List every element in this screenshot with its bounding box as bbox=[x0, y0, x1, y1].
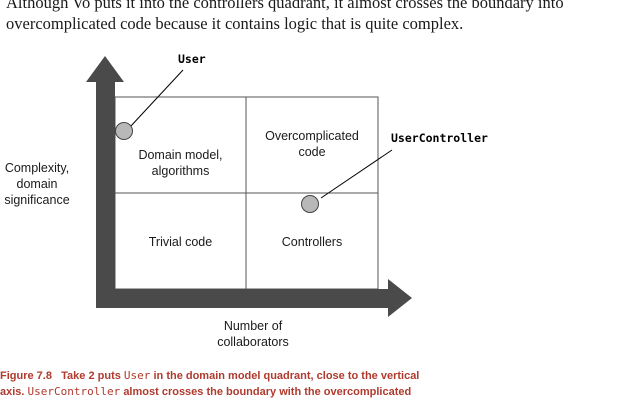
caption-line-1: Figure 7.8 Take 2 puts User in the domai… bbox=[0, 368, 620, 384]
y-axis-label: Complexity, domain significance bbox=[0, 160, 74, 208]
user-point bbox=[115, 122, 133, 140]
caption-line-2: axis. UserController almost crosses the … bbox=[0, 384, 620, 400]
x-axis-label-line-1: Number of bbox=[223, 319, 283, 333]
caption-user-code: User bbox=[123, 369, 151, 382]
y-axis-label-line-2: domain bbox=[16, 177, 58, 191]
caption-figure-number: Figure 7.8 bbox=[0, 370, 52, 382]
quadrant-top-left-line-2: algorithms bbox=[151, 164, 210, 178]
y-axis-bar bbox=[96, 78, 115, 308]
user-callout-line bbox=[129, 69, 184, 128]
x-axis-bar bbox=[96, 289, 392, 308]
quadrant-top-left-line-1: Domain model, bbox=[138, 148, 223, 162]
quadrant-label-bottom-right: Controllers bbox=[246, 234, 378, 250]
quadrant-top-right-line-2: code bbox=[298, 145, 326, 159]
caption-line-1-text-b: in the domain model quadrant, close to t… bbox=[153, 370, 420, 382]
caption-line-2-text-a: axis. bbox=[0, 386, 25, 398]
caption-usercontroller-code: UserController bbox=[27, 385, 121, 398]
user-callout-label: User bbox=[178, 52, 206, 66]
quadrant-top-right-line-1: Overcomplicated bbox=[265, 129, 359, 143]
caption-line-1-text-a: Take 2 puts bbox=[61, 370, 121, 382]
quadrant-label-top-right: Overcomplicated code bbox=[246, 128, 378, 160]
intro-paragraph: Although Vo puts it into the controllers… bbox=[6, 0, 616, 34]
x-axis-arrowhead bbox=[388, 279, 412, 317]
x-axis-label-line-2: collaborators bbox=[217, 335, 289, 349]
y-axis-label-line-1: Complexity, bbox=[4, 161, 70, 175]
figure-caption: Figure 7.8 Take 2 puts User in the domai… bbox=[0, 368, 620, 400]
quadrant-bottom-left-text: Trivial code bbox=[148, 235, 213, 249]
caption-line-2-text-b: almost crosses the boundary with the ove… bbox=[123, 386, 412, 398]
intro-line-1: Although Vo puts it into the controllers… bbox=[6, 0, 564, 12]
quadrant-bottom-right-text: Controllers bbox=[281, 235, 343, 249]
x-axis-label: Number of collaborators bbox=[193, 318, 313, 350]
usercontroller-callout-label: UserController bbox=[391, 131, 488, 145]
quadrant-label-bottom-left: Trivial code bbox=[115, 234, 246, 250]
intro-line-2: overcomplicated code because it contains… bbox=[6, 14, 464, 33]
quadrant-label-top-left: Domain model, algorithms bbox=[115, 147, 246, 179]
y-axis-label-line-3: significance bbox=[4, 193, 70, 207]
usercontroller-callout-line bbox=[320, 149, 393, 199]
y-axis-arrowhead bbox=[86, 56, 124, 82]
usercontroller-point bbox=[301, 195, 319, 213]
